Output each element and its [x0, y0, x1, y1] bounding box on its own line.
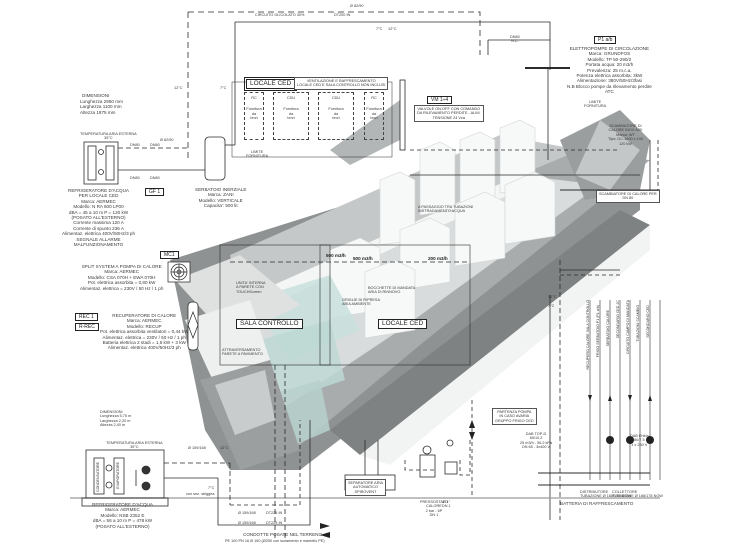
split-indoor-note: UNITA' INTERNA A PARETE CON TOUCHScreen: [236, 281, 266, 294]
chiller-bottom-outdoor-temp: TEMPERATURA ARIA ESTERNA 35°C: [106, 441, 163, 450]
glycol-circuit-label: CIRCUITO GLICOLATO 30%: [255, 13, 305, 17]
pumps-description: ELETTROPOMPE DI CIRCOLAZIONE Marca: GRUN…: [567, 46, 652, 95]
temp-label: 7°C: [220, 86, 227, 90]
distributor-label: DISTRIBUTORE TUBAZIONE Ø 168/178 NOW: [580, 490, 631, 499]
buried-pipes-title: CONDOTTE POSATE NEL TERRENO: [243, 532, 323, 537]
expansion-misc: Ø 1" DN 1: [442, 500, 451, 509]
locale-ced-room-label: LOCALE CED: [378, 319, 428, 329]
tag-gf1: GF 1: [145, 188, 165, 196]
chiller-top-dimensions-title: DIMENSIONI: [82, 93, 110, 98]
limit-label-ced: LIMITE FORNITURA: [246, 150, 269, 159]
locale-ced-title: LOCALE CED: [243, 77, 298, 91]
chiller-top-description: REFRIGERATORE D'ACQUA PER LOCALE CED Mar…: [62, 188, 136, 248]
tag-p1: P1 a/b: [594, 36, 617, 44]
heat-recovery-unit-icon: [187, 301, 199, 351]
split-system-description: SPLIT SYSTEM A POMPA DI CALORE Marca: AE…: [80, 264, 164, 291]
flow-rate: 200 m3/h: [428, 256, 448, 261]
chiller-bottom-dimensions: DIMENSIONI Lunghezza 5,75 m Larghezza 2,…: [100, 410, 132, 428]
sala-controllo-label: SALA CONTROLLO: [236, 319, 303, 329]
tag-r-rec: R-REC: [75, 323, 99, 331]
circuit-label: TUBAZIONI SCAMBIO: [636, 305, 640, 342]
expansion-vessel-label: PRESSOSTATO CALORE 2 bar - 6P DN 1: [420, 500, 448, 518]
collector-label: COLLETTORE TUBAZIONE Ø 168/178 NOW: [612, 490, 663, 499]
pipe-label: Ø 159/168: [238, 511, 256, 515]
pipe-label: DT225 IN: [266, 521, 283, 525]
pipework: [70, 11, 661, 540]
tag-vm: VM 1÷4: [427, 96, 453, 104]
circuit-label: RECUPERO CALORE SALA CONTROLLO: [586, 300, 590, 370]
condenser-label: CONDENSATORE: [96, 462, 100, 493]
heat-exchanger-note: SCAMBIATORE DI CALORE PER DN 80: [596, 190, 660, 203]
pipe-label: DT225 IN: [266, 511, 283, 515]
room-note-return: GRIGLIE DI RIPRESA ARIA AMBIENTE: [342, 298, 380, 307]
heat-recovery-description: RECUPERATORE DI CALORE Marca: AERMEC Mod…: [100, 313, 189, 351]
temp-label: 12°C: [220, 446, 229, 450]
ced-unit-rc-2: RC Fornitura da terzi: [364, 92, 384, 140]
pipe-label: Ø 159/168: [188, 446, 206, 450]
vm-note: VALVOLE ON-OFF CON COMANDO DA RILEVAMENT…: [414, 105, 484, 123]
evaporator-label: EVAPORATORE: [116, 462, 120, 489]
circuit-label: SECONDARIO CED: [646, 305, 650, 338]
ced-unit-rc-1: RC Fornitura da terzi: [244, 92, 264, 140]
air-separator-note: SEPARATORE ARIA AUTOMATICO SPIROVENT: [345, 479, 387, 497]
pipe-label: DN80: [130, 143, 140, 147]
temp-label: 7°C: [376, 27, 383, 31]
chiller-bottom-description: REFRIGERATORE D'ACQUA Marca: AERMEC Mode…: [92, 502, 153, 529]
ced-unit-cdu-2: CDU Fornitura da terzi: [318, 92, 354, 140]
pump-spec-2: DAB Ehiba 80/7.5 1 x 230 V: [630, 434, 649, 447]
flow-arrows: [320, 395, 654, 538]
circuit-label: SECONDARIO CED 2C: [616, 300, 620, 339]
room-note-crossing: ATTRAVERSAMENTO PARETE A PAVIMENTO: [222, 348, 263, 357]
bypass-label: DN80 N.C.: [510, 35, 520, 44]
pipe-label: DN80: [150, 143, 160, 147]
pipe-label: con sez. sbiggea: [186, 492, 215, 496]
pipe-label: Ø 82/90: [160, 138, 174, 142]
pipe-label: DN80: [130, 176, 140, 180]
ced-unit-cdu-1: CDU Fornitura da terzi: [273, 92, 309, 140]
storage-tank-description: SERBATOIO INERZIALE Marca: ZANI Modello:…: [195, 187, 247, 209]
pipe-label: DN80: [150, 176, 160, 180]
temp-label: 7°C: [548, 304, 555, 308]
heat-exchanger-description: SCAMBIATORE DI CALORE INOX AISI Marca: W…: [608, 124, 643, 146]
temp-label: 12°C: [388, 27, 397, 31]
fan-icon: [167, 261, 191, 283]
glycol-dn-label: Ø 82/90: [350, 4, 364, 8]
temp-label: 12°C: [548, 295, 557, 299]
flow-rate: 500 m3/h: [326, 253, 346, 258]
tag-mc1: MC1: [160, 251, 179, 259]
locale-ced-note: VENTILAZIONE E RAFFRESCAMENTO LOCALE CED…: [294, 77, 389, 90]
circuit-label: CIRCUITO CAMPO DI MANDATA: [626, 300, 630, 355]
pump-spec: DAB TOP-D 65/10.2 25 m3/h - 56.2 kPa DN …: [520, 432, 553, 450]
room-note-passage: A PASSAGGIO TRA TUBAZIONI INSTRADAMENTO …: [418, 205, 474, 214]
buried-pipes-spec: PE 100 PN 16 Ø 160 (Ø250 con isolamento …: [225, 539, 325, 543]
pipe-label: Ø 159/168: [238, 521, 256, 525]
tag-rec1: REC 1: [75, 313, 98, 321]
pump-start-note: PARTENZA POMPA IN CASO AVARIA GRUPPO FRI…: [492, 408, 537, 426]
circuit-label: SERBATOIO CALORE: [606, 310, 610, 347]
room-note-supply: BOCCHETTE DI MANDATA ARIA DI RINNOVO: [368, 286, 416, 295]
circuit-label: FRIGO SERBATOIO P1 (P1 a/b): [596, 305, 600, 358]
chiller-top-outdoor-temp: TEMPERATURA ARIA ESTERNA 35°C: [80, 132, 137, 141]
battery-title: BATTERIA DI RAFFRESCAMENTO: [560, 501, 634, 506]
limit-label-pumps: LIMITE FORNITURA: [584, 100, 607, 109]
flow-rate: 500 m3/h: [353, 256, 373, 261]
glycol-length-label: DT200 IN: [334, 13, 351, 17]
temp-label: 7°C: [208, 486, 215, 490]
temp-label: 12°C: [174, 86, 183, 90]
chiller-top-dimensions: Lunghezza 2950 mm Larghezza 1100 mm Alte…: [80, 99, 123, 115]
